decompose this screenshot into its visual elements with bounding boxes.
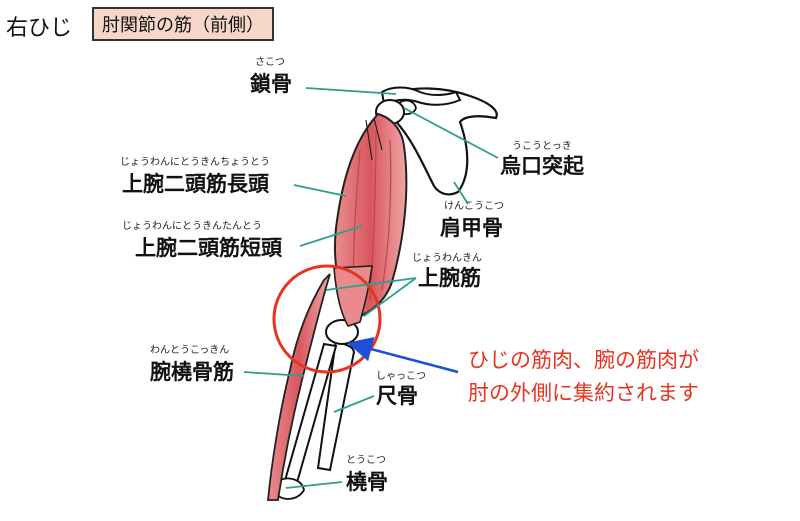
ulna-label: 尺骨 [376, 384, 418, 408]
brachialis-label: 上腕筋 [418, 266, 481, 290]
clavicle-reading: さこつ [255, 57, 285, 68]
annotation-note: ひじの筋肉、腕の筋肉が 肘の外側に集約されます [468, 344, 699, 409]
ulna-reading: しゃっこつ [376, 371, 426, 382]
elbow-highlight-circle [272, 264, 382, 374]
brachialis-muscle [333, 265, 373, 327]
diagram-title: 肘関節の筋（前側） [92, 7, 274, 41]
annotation-line-2: 肘の外側に集約されます [468, 380, 699, 405]
scapula-reading: けんこうこつ [444, 201, 504, 212]
biceps-short-reading: じょうわんにとうきんたんとう [122, 221, 262, 232]
radius-reading: とうこつ [346, 455, 386, 466]
tendon [365, 117, 383, 161]
brachioradialis-reading: わんとうこっきん [150, 345, 230, 356]
brachioradialis-label: 腕橈骨筋 [150, 360, 234, 384]
clavicle-label: 鎖骨 [250, 72, 292, 96]
biceps-short-label: 上腕二頭筋短頭 [135, 236, 282, 260]
annotation-line-1: ひじの筋肉、腕の筋肉が [468, 348, 699, 372]
leader-lines [243, 87, 499, 489]
radius-label: 橈骨 [346, 470, 388, 494]
biceps-long-label: 上腕二頭筋長頭 [122, 172, 269, 196]
pointer-arrow [347, 337, 459, 374]
radius-end [274, 477, 305, 500]
side-label: 右ひじ [6, 16, 73, 41]
coracoid-label: 烏口突起 [500, 154, 584, 178]
coracoid-reading: うこうとっき [512, 141, 572, 152]
brachioradialis-muscle [267, 273, 331, 501]
biceps-long-reading: じょうわんにとうきんちょうとう [120, 157, 270, 168]
brachialis-reading: じょうわんきん [412, 253, 482, 264]
scapula-label: 肩甲骨 [440, 216, 503, 240]
